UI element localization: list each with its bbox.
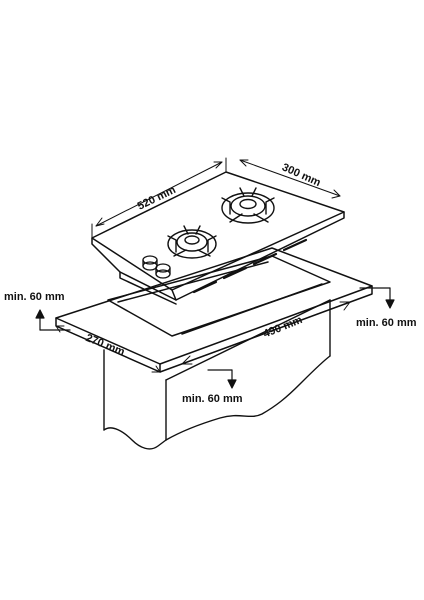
dimension-top-width (91, 157, 227, 239)
clearance-front-arrow-icon (207, 369, 237, 389)
clearance-right-label: min. 60 mm (356, 317, 417, 329)
dimension-top-depth (239, 159, 341, 199)
dimension-cutout-depth (55, 325, 161, 373)
burner-rear-icon (221, 187, 275, 224)
burner-front-icon (167, 225, 217, 259)
clearance-front-label: min. 60 mm (182, 393, 243, 405)
hob (91, 171, 345, 305)
knob-icon (142, 255, 158, 271)
cutout-depth-label: 270 mm (84, 332, 127, 359)
knob-icon (155, 263, 171, 279)
control-knobs (142, 255, 171, 279)
clearance-left-label: min. 60 mm (4, 291, 65, 303)
cutout-width-label: 490 mm (262, 314, 305, 341)
dimension-cutout-width (181, 301, 351, 365)
countertop (55, 247, 373, 373)
clearance-left-arrow-icon (35, 309, 71, 331)
top-depth-label: 300 mm (280, 161, 323, 189)
clearance-right-arrow-icon (359, 287, 395, 309)
